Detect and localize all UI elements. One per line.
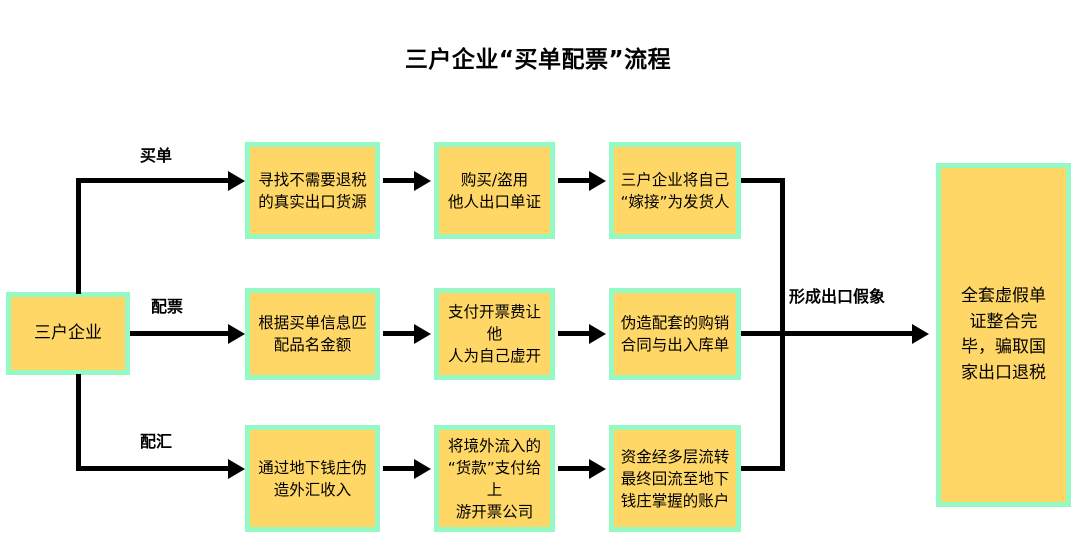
edge-label-merge: 形成出口假象: [789, 287, 886, 306]
connector-merge-to-final-horizontal: [741, 331, 917, 336]
connector-row3-step2-step3: [558, 466, 594, 471]
connector-row1-merge-horizontal: [741, 178, 785, 183]
node-row1-step3[interactable]: 三户企业将自己 “嫁接”为发货人: [609, 142, 741, 239]
arrowhead-final: [912, 324, 929, 344]
arrowhead-row1-source: [228, 171, 245, 191]
connector-row2-step1-step2: [383, 331, 419, 336]
node-row3-step2[interactable]: 将境外流入的 “货款”支付给上 游开票公司: [434, 425, 555, 532]
node-row3-step3[interactable]: 资金经多层流转 最终回流至地下 钱庄掌握的账户: [609, 425, 741, 532]
node-row2-step2[interactable]: 支付开票费让他 人为自己虚开: [434, 288, 555, 380]
node-row3-step1[interactable]: 通过地下钱庄伪 造外汇收入: [245, 425, 380, 532]
node-row1-step1[interactable]: 寻找不需要退税 的真实出口货源: [245, 142, 380, 239]
node-row2-step1[interactable]: 根据买单信息匹 配品名金额: [245, 288, 380, 380]
connector-row3-merge-horizontal: [741, 466, 785, 471]
page-title: 三户企业“买单配票”流程: [404, 47, 672, 73]
edge-label-row3: 配汇: [140, 432, 173, 451]
connector-row3-step1-step2: [383, 466, 419, 471]
node-final-outcome[interactable]: 全套虚假单 证整合完 毕，骗取国 家出口退税: [936, 163, 1071, 507]
node-row1-step2[interactable]: 购买/盗用 他人出口单证: [434, 142, 555, 239]
arrowhead-row1-step2: [414, 171, 431, 191]
node-row2-step3[interactable]: 伪造配套的购销 合同与出入库单: [609, 288, 741, 380]
connector-row1-step2-step3: [558, 178, 594, 183]
connector-merge-vertical-spine: [780, 178, 785, 471]
connector-split-up-vertical: [76, 178, 81, 294]
arrowhead-row2-step3: [589, 324, 606, 344]
connector-row3-source-horizontal: [76, 466, 232, 471]
connector-row2-source-horizontal: [130, 331, 232, 336]
arrowhead-row2-step2: [414, 324, 431, 344]
arrowhead-row3-source: [228, 459, 245, 479]
connector-row2-step2-step3: [558, 331, 594, 336]
edge-label-row2: 配票: [151, 297, 184, 316]
node-source-enterprise[interactable]: 三户企业: [6, 292, 130, 375]
connector-row1-step1-step2: [383, 178, 419, 183]
arrowhead-row3-step3: [589, 459, 606, 479]
connector-row1-source-horizontal: [76, 178, 232, 183]
connector-split-down-vertical: [76, 374, 81, 471]
arrowhead-row1-step3: [589, 171, 606, 191]
arrowhead-row2-source: [228, 324, 245, 344]
edge-label-row1: 买单: [140, 146, 173, 165]
arrowhead-row3-step2: [414, 459, 431, 479]
